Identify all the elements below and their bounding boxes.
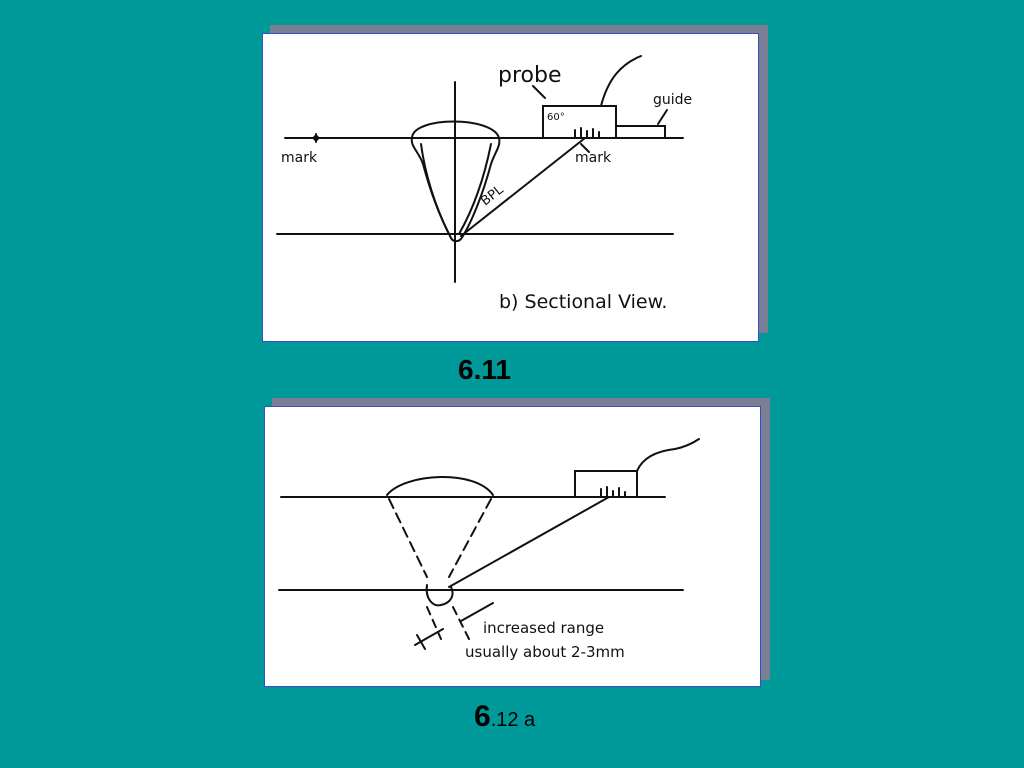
weld-fusion-right-dashed xyxy=(448,498,492,578)
mark-left-dot xyxy=(313,135,319,141)
mark-right-label: mark xyxy=(575,150,612,166)
weld-fusion-right xyxy=(458,143,492,235)
range-dimension-tick xyxy=(416,634,426,650)
mark-left-label: mark xyxy=(281,150,318,166)
mark-right-pointer xyxy=(580,143,590,153)
probe-body xyxy=(542,105,617,139)
top-figure-caption: 6.11 xyxy=(458,354,511,385)
increased-range-diagram: increased range usually about 2-3mm xyxy=(278,438,700,661)
probe-body xyxy=(574,470,638,498)
guide-label: guide xyxy=(653,92,692,108)
angle-label: 60° xyxy=(547,112,565,123)
range-size-label: usually about 2-3mm xyxy=(465,643,625,661)
guide-pointer xyxy=(657,109,668,125)
weld-cap xyxy=(386,476,494,496)
mark-ticks-right xyxy=(574,127,600,139)
bottom-caption-suffix: .12 a xyxy=(490,709,536,731)
probe-label: probe xyxy=(498,63,562,88)
probe-cable xyxy=(600,55,642,107)
probe-ticks xyxy=(600,486,626,498)
increased-range-label: increased range xyxy=(483,619,604,637)
range-extension-left xyxy=(426,606,442,640)
beam-path xyxy=(460,137,586,237)
weld-root xyxy=(425,584,454,607)
weld-fusion-left-dashed xyxy=(388,498,428,578)
bottom-figure-caption: 6.12 a xyxy=(474,700,535,734)
probe-cable xyxy=(636,438,700,472)
range-dimension-right xyxy=(460,602,494,622)
sectional-view-diagram: probe 60° guide mark mark BPL b) Section… xyxy=(276,55,692,313)
top-figure-frame: probe 60° guide mark mark BPL b) Section… xyxy=(262,33,759,342)
beam-path xyxy=(448,496,610,588)
weld-fusion-left xyxy=(420,143,450,235)
bpl-label: BPL xyxy=(478,182,507,209)
bottom-caption-main: 6 xyxy=(474,700,491,733)
range-dimension-left xyxy=(414,628,444,646)
bottom-figure-frame: increased range usually about 2-3mm xyxy=(264,406,761,687)
guide-bar xyxy=(616,125,666,139)
range-extension-right xyxy=(452,606,470,640)
probe-pointer xyxy=(532,85,546,99)
view-title: b) Sectional View. xyxy=(499,291,667,313)
